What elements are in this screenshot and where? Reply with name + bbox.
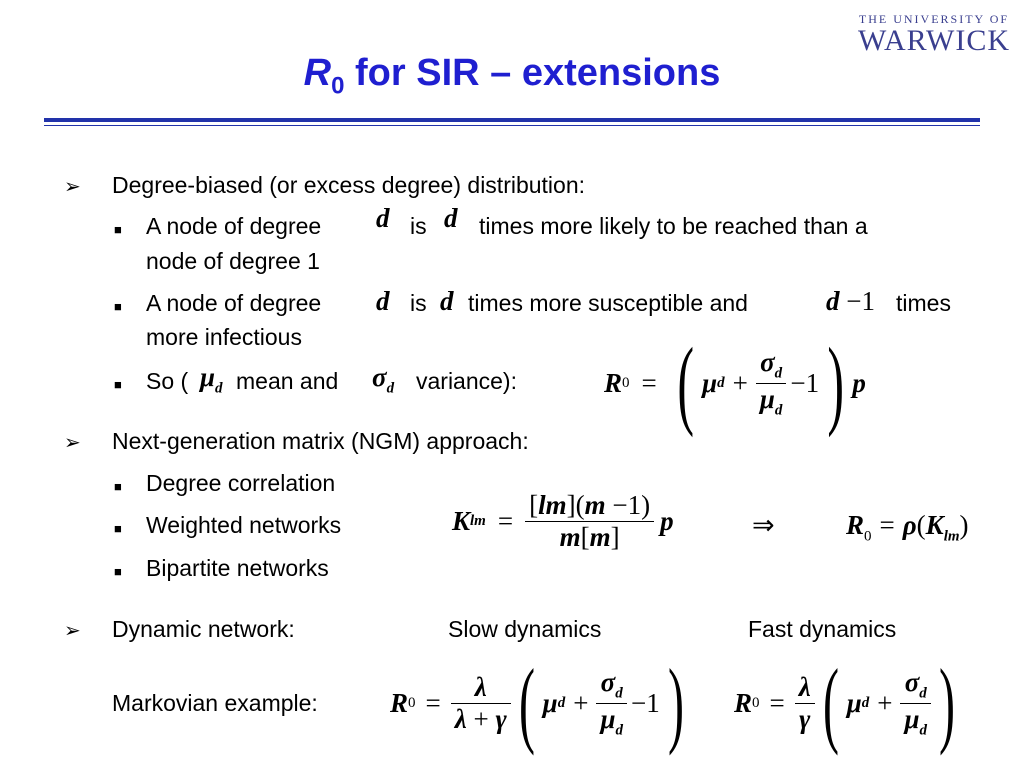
label-markovian-example: Markovian example: — [112, 690, 318, 716]
sub-bullet-degree-correlation: Degree correlation — [146, 470, 336, 496]
label-fast-dynamics: Fast dynamics — [748, 616, 897, 642]
sub-bullet-1-3c: variance): — [416, 368, 517, 394]
math-mu-d: μd — [200, 362, 223, 397]
sub-bullet-1-2a: A node of degree — [146, 290, 322, 316]
sub-bullet-1-1a: A node of degree — [146, 213, 322, 239]
sub-bullet-1-1c: times more likely to be reached than a — [479, 213, 868, 239]
sub-bullet-1-2d: times — [896, 290, 951, 316]
sub-bullet-bipartite-networks: Bipartite networks — [146, 555, 329, 581]
bullet-ngm: Next-generation matrix (NGM) approach: — [112, 428, 529, 454]
math-d: d — [440, 286, 454, 316]
sub-bullet-weighted-networks: Weighted networks — [146, 512, 342, 538]
bullet-degree-biased: Degree-biased (or excess degree) distrib… — [112, 172, 586, 198]
sub-bullet-1-3a: So ( — [146, 368, 189, 394]
bullet-dynamic-network: Dynamic network: — [112, 616, 295, 642]
sub-bullet-square: ■ — [114, 222, 122, 237]
sub-bullet-1-1b: is — [410, 213, 427, 239]
bullet-arrow-2: ➢ — [64, 432, 81, 454]
math-d-minus-1: d −1 — [826, 286, 875, 316]
label-slow-dynamics: Slow dynamics — [448, 616, 602, 642]
sub-bullet-square: ■ — [114, 299, 122, 314]
sub-bullet-1-3b: mean and — [236, 368, 339, 394]
formula-r0-spectral: R0=ρ(Klm) — [846, 510, 969, 545]
math-d: d — [444, 203, 458, 233]
bullet-arrow-1: ➢ — [64, 176, 81, 198]
slide-title: R0 for SIR – extensions — [303, 52, 721, 100]
sub-bullet-square: ■ — [114, 521, 122, 536]
sub-bullet-square: ■ — [114, 564, 122, 579]
math-d: d — [376, 203, 390, 233]
logo-line1: THE UNIVERSITY OF — [858, 12, 1010, 26]
sub-bullet-1-2c: times more susceptible and — [468, 290, 748, 316]
implies-symbol: ⇒ — [752, 510, 775, 540]
math-sigma-d: σd — [372, 362, 395, 397]
title-rule — [44, 118, 980, 122]
university-logo: THE UNIVERSITY OF WARWICK — [858, 12, 1010, 57]
sub-bullet-1-1d: node of degree 1 — [146, 248, 320, 274]
math-d: d — [376, 286, 390, 316]
bullet-arrow-3: ➢ — [64, 620, 81, 642]
logo-line2: WARWICK — [858, 24, 1010, 57]
sub-bullet-square: ■ — [114, 479, 122, 494]
sub-bullet-1-2b: is — [410, 290, 427, 316]
sub-bullet-square: ■ — [114, 377, 122, 392]
sub-bullet-1-2e: more infectious — [146, 324, 302, 350]
title-rule-thin — [44, 125, 980, 126]
